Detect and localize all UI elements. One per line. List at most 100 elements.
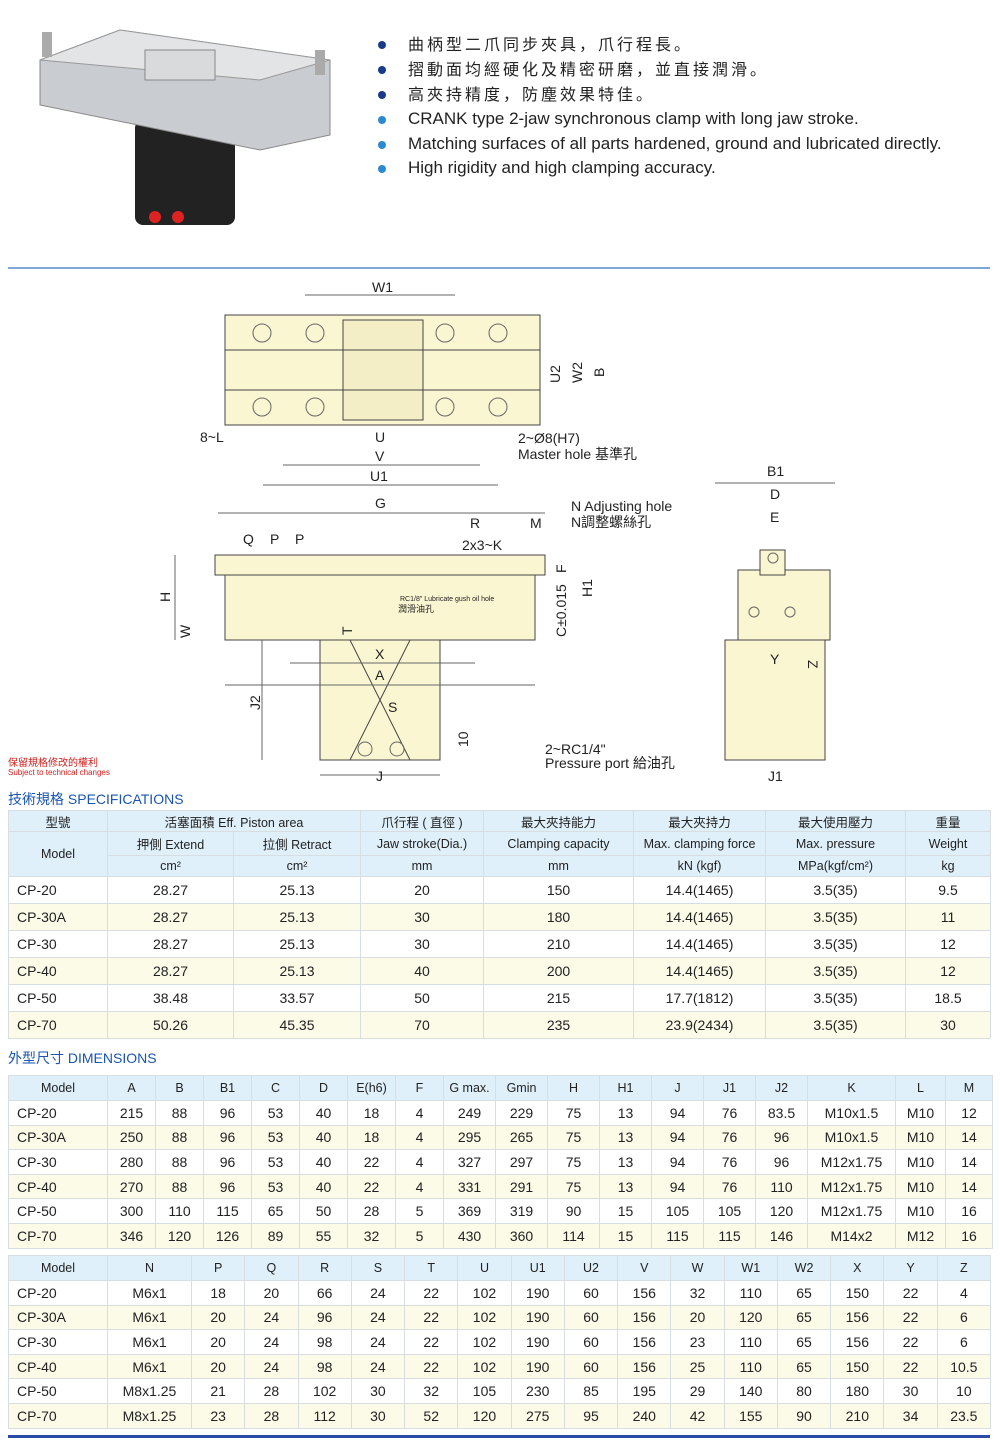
- table-cell: 120: [723, 1304, 778, 1331]
- table-cell: 22: [404, 1304, 459, 1331]
- table-cell: 65: [776, 1329, 832, 1355]
- table-cell: 23: [670, 1329, 725, 1355]
- table-cell: 3.5(35): [765, 984, 906, 1012]
- feature-zh: 曲柄型二爪同步夾具，爪行程長。: [375, 32, 975, 57]
- table-cell: 14.4(1465): [633, 930, 766, 958]
- table-cell: 156: [617, 1304, 672, 1331]
- table-cell: 60: [563, 1304, 619, 1331]
- table-cell: 94: [651, 1173, 704, 1200]
- table-cell: 88: [155, 1100, 204, 1126]
- table-cell: 52: [404, 1402, 459, 1429]
- table-cell: 28.27: [107, 930, 234, 958]
- table-cell: 40: [360, 957, 484, 985]
- column-header: F: [395, 1075, 444, 1101]
- header-force: Max. clamping force: [633, 831, 766, 856]
- table-cell: 28: [244, 1402, 299, 1429]
- table-cell: 32: [404, 1378, 459, 1404]
- table-cell: 23: [190, 1402, 246, 1429]
- table-cell: 96: [203, 1100, 252, 1126]
- table-cell: 25.13: [233, 876, 361, 904]
- table-cell: 4: [936, 1280, 991, 1306]
- column-header: U1: [510, 1255, 565, 1281]
- table-cell: 20: [244, 1280, 299, 1306]
- table-cell: 65: [251, 1198, 300, 1224]
- table-cell: 18.5: [905, 984, 991, 1012]
- table-cell: 14: [945, 1124, 993, 1151]
- table-cell: M10: [895, 1149, 946, 1175]
- header-force-zh: 最大夾持力: [633, 810, 766, 832]
- table-cell: 75: [547, 1124, 600, 1151]
- table-cell: 60: [563, 1353, 619, 1380]
- table-cell: 96: [297, 1304, 352, 1331]
- header-stroke-zh: 爪行程 ( 直徑 ): [360, 810, 484, 832]
- table-cell: 265: [495, 1124, 548, 1151]
- table-cell: 210: [830, 1402, 885, 1429]
- table-cell: 22: [883, 1353, 938, 1380]
- table-cell: 22: [404, 1329, 459, 1355]
- table-cell: 115: [703, 1222, 756, 1249]
- table-cell: 45.35: [233, 1011, 361, 1039]
- table-cell: 11: [905, 903, 991, 931]
- model-cell: CP-20: [8, 1100, 108, 1126]
- table-cell: M10: [895, 1100, 946, 1126]
- label-N-adjusting-zh: N調整螺絲孔: [571, 514, 651, 530]
- model-cell: CP-20: [8, 876, 108, 904]
- table-cell: M6x1: [107, 1280, 192, 1306]
- table-cell: 95: [563, 1402, 619, 1429]
- table-cell: 34: [883, 1402, 938, 1429]
- table-cell: 65: [776, 1353, 832, 1380]
- table-cell: 200: [483, 957, 634, 985]
- model-cell: CP-50: [8, 984, 108, 1012]
- table-cell: 5: [395, 1198, 444, 1224]
- table-cell: 12: [945, 1100, 993, 1126]
- table-cell: 20: [190, 1353, 246, 1380]
- table-cell: 156: [617, 1353, 672, 1380]
- column-header: J2: [755, 1075, 808, 1101]
- table-cell: 30: [360, 903, 484, 931]
- table-cell: 25.13: [233, 930, 361, 958]
- table-cell: 105: [651, 1198, 704, 1224]
- table-cell: 22: [404, 1353, 459, 1380]
- table-cell: 3.5(35): [765, 1011, 906, 1039]
- table-cell: 155: [723, 1402, 778, 1429]
- table-cell: 90: [776, 1402, 832, 1429]
- table-cell: 33.57: [233, 984, 361, 1012]
- table-cell: 53: [251, 1149, 300, 1175]
- table-cell: 112: [297, 1402, 352, 1429]
- table-cell: 13: [599, 1100, 652, 1126]
- table-cell: 40: [299, 1149, 348, 1175]
- column-header: J: [651, 1075, 704, 1101]
- unit-retract: cm²: [233, 855, 361, 877]
- table-cell: 22: [883, 1329, 938, 1355]
- table-cell: 156: [830, 1304, 885, 1331]
- header-retract: 拉側 Retract: [233, 831, 361, 856]
- table-cell: 22: [404, 1280, 459, 1306]
- table-cell: 180: [483, 903, 634, 931]
- table-cell: 10.5: [936, 1353, 991, 1380]
- column-header: U2: [563, 1255, 619, 1281]
- feature-en: High rigidity and high clamping accuracy…: [375, 156, 975, 181]
- table-cell: 40: [299, 1173, 348, 1200]
- table-cell: 24: [244, 1304, 299, 1331]
- column-header: V: [617, 1255, 672, 1281]
- table-cell: 156: [617, 1280, 672, 1306]
- table-cell: M14x2: [807, 1222, 896, 1249]
- table-cell: 12: [905, 957, 991, 985]
- table-cell: 60: [563, 1280, 619, 1306]
- column-header: E(h6): [347, 1075, 396, 1101]
- label-A: A: [375, 667, 385, 683]
- model-cell: CP-70: [8, 1402, 108, 1429]
- table-cell: 229: [495, 1100, 548, 1126]
- table-cell: 190: [510, 1280, 565, 1306]
- model-cell: CP-30: [8, 1149, 108, 1175]
- table-cell: 275: [510, 1402, 565, 1429]
- column-header: Z: [936, 1255, 991, 1281]
- bottom-rule: [8, 1435, 990, 1438]
- table-cell: 22: [883, 1280, 938, 1306]
- table-cell: 24: [350, 1280, 406, 1306]
